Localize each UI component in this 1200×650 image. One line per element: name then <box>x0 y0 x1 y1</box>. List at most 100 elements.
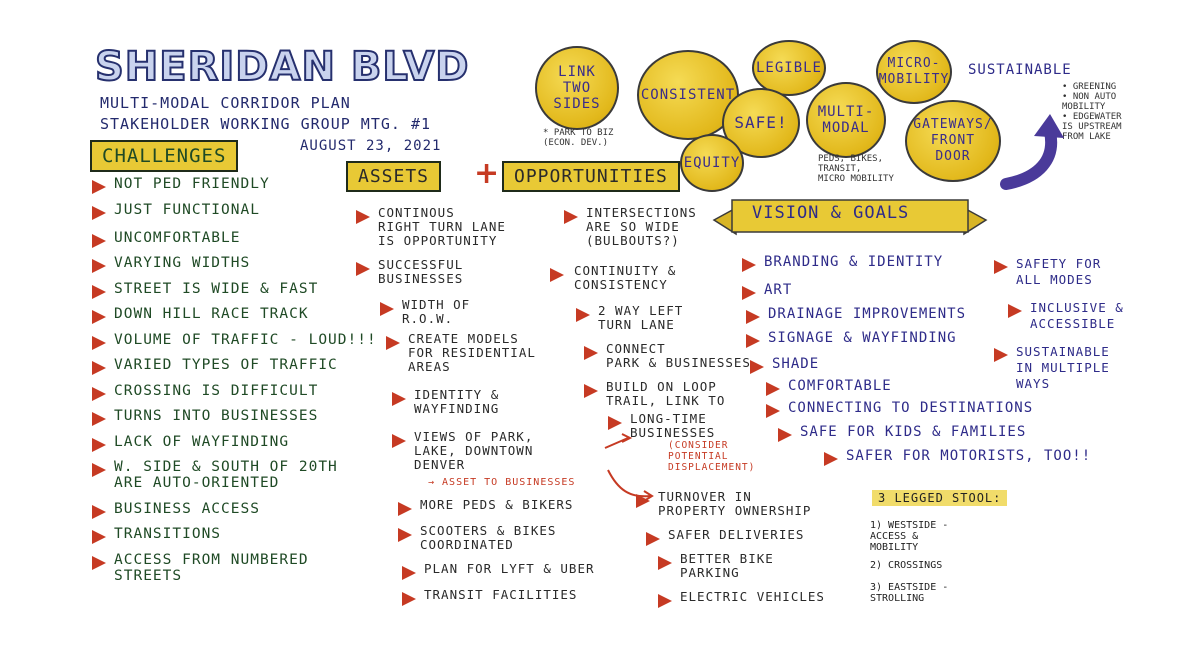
arrow-icon <box>92 555 106 570</box>
arrow-icon <box>658 594 672 608</box>
arrow-icon <box>742 286 756 300</box>
arrow-icon <box>92 259 106 273</box>
list-item: SHADE <box>738 356 1008 374</box>
goal-circle-gateways: GATEWAYS/ FRONT DOOR <box>905 100 1001 182</box>
list-item: INTERSECTIONS ARE SO WIDE (BULBOUTS?) <box>560 206 770 248</box>
stool-item-3: 3) EASTSIDE - STROLLING <box>870 582 949 604</box>
arrow-icon <box>92 504 106 519</box>
list-item: MORE PEDS & BIKERS <box>352 498 592 516</box>
list-item: 2 WAY LEFT TURN LANE <box>560 304 770 332</box>
goal-circle-equity: EQUITY <box>680 134 744 192</box>
arrow-icon <box>402 566 416 580</box>
meeting-date: AUGUST 23, 2021 <box>300 138 442 154</box>
assets-list-right: INTERSECTIONS ARE SO WIDE (BULBOUTS?) CO… <box>550 206 770 473</box>
stool-item-1: 1) WESTSIDE - ACCESS & MOBILITY <box>870 520 949 553</box>
arrow-icon <box>778 428 792 442</box>
arrow-icon <box>658 556 672 570</box>
arrow-icon <box>584 346 598 360</box>
arrow-icon <box>356 210 370 224</box>
list-item: CROSSING IS DIFFICULT <box>88 383 377 401</box>
assets-label: ASSETS <box>346 161 442 192</box>
list-item: LONG-TIME BUSINESSES <box>560 412 770 440</box>
list-item: ART <box>738 282 1008 300</box>
list-item: COMFORTABLE <box>738 378 1008 396</box>
arrow-icon <box>392 434 406 448</box>
curved-arrow-icon <box>1000 114 1064 190</box>
list-item: TRANSIT FACILITIES <box>352 588 592 606</box>
list-item: CONTINOUS RIGHT TURN LANE IS OPPORTUNITY <box>352 206 592 248</box>
list-item: W. SIDE & SOUTH OF 20TH ARE AUTO-ORIENTE… <box>88 459 377 491</box>
list-item: SCOOTERS & BIKES COORDINATED <box>352 524 592 552</box>
arrow-icon <box>356 262 370 276</box>
vision-label: VISION & GOALS <box>752 203 910 223</box>
arrow-icon <box>746 334 760 348</box>
list-item: VOLUME OF TRAFFIC - LOUD!!! <box>88 332 377 350</box>
list-item: STREET IS WIDE & FAST <box>88 281 377 299</box>
list-item: NOT PED FRIENDLY <box>88 176 377 194</box>
connector-arrows <box>604 433 654 502</box>
list-item: SAFER DELIVERIES <box>632 528 872 546</box>
list-item: CREATE MODELS FOR RESIDENTIAL AREAS <box>352 332 592 374</box>
arrow-icon <box>92 530 106 544</box>
arrow-icon <box>92 361 106 375</box>
list-item: UNCOMFORTABLE <box>88 230 377 248</box>
arrow-icon <box>824 452 838 466</box>
list-item: BRANDING & IDENTITY <box>738 254 1008 272</box>
arrow-icon <box>742 258 756 272</box>
list-item: TURNS INTO BUSINESSES <box>88 408 377 426</box>
list-item: TRANSITIONS <box>88 526 377 544</box>
list-item: BETTER BIKE PARKING <box>632 552 872 580</box>
vision-list-right: SAFETY FOR ALL MODES INCLUSIVE & ACCESSI… <box>990 256 1140 392</box>
arrow-icon <box>92 386 106 401</box>
list-item: TURNOVER IN PROPERTY OWNERSHIP <box>632 490 872 518</box>
arrow-icon <box>92 412 106 426</box>
page-title: SHERIDAN BLVD <box>94 43 470 91</box>
challenges-list: NOT PED FRIENDLY JUST FUNCTIONAL UNCOMFO… <box>88 176 377 593</box>
list-item: VARIED TYPES OF TRAFFIC <box>88 357 377 375</box>
list-item: CONNECTING TO DESTINATIONS <box>738 400 1032 418</box>
link-note: * PARK TO BIZ (ECON. DEV.) <box>543 128 614 148</box>
arrow-icon <box>766 404 780 418</box>
arrow-icon <box>750 360 764 374</box>
list-item: DRAINAGE IMPROVEMENTS <box>738 306 1008 324</box>
arrow-icon <box>92 180 106 194</box>
list-item-note: → ASSET TO BUSINESSES <box>428 477 576 488</box>
meeting-title: STAKEHOLDER WORKING GROUP MTG. #1 <box>100 115 432 133</box>
assets-list-lower: TURNOVER IN PROPERTY OWNERSHIP SAFER DEL… <box>632 490 872 608</box>
list-item: PLAN FOR LYFT & UBER <box>352 562 594 580</box>
list-item: JUST FUNCTIONAL <box>88 202 377 220</box>
arrow-icon <box>646 532 660 546</box>
stool-title: 3 LEGGED STOOL: <box>872 490 1008 506</box>
list-item: SUCCESSFUL BUSINESSES <box>352 258 592 286</box>
challenges-label: CHALLENGES <box>90 140 239 172</box>
arrow-icon <box>636 494 650 508</box>
goal-circle-link-two-sides: LINK TWO SIDES <box>535 46 619 130</box>
arrow-icon <box>398 528 412 542</box>
arrow-icon <box>92 233 106 248</box>
arrow-icon <box>92 205 106 220</box>
multimodal-note: PEDS, BIKES, TRANSIT, MICRO MOBILITY <box>818 154 894 184</box>
list-item: SAFER FOR MOTORISTS, TOO!! <box>738 448 1090 466</box>
arrow-icon <box>584 384 598 398</box>
list-item: WIDTH OF R.O.W. <box>352 298 592 326</box>
opportunities-label: OPPORTUNITIES <box>502 161 680 192</box>
list-item: CONNECT PARK & BUSINESSES <box>560 342 770 370</box>
arrow-icon <box>564 210 578 224</box>
vision-banner <box>712 199 988 236</box>
arrow-icon <box>92 284 106 299</box>
arrow-icon <box>746 310 760 324</box>
stool-item-2: 2) CROSSINGS <box>870 560 943 571</box>
subtitle: MULTI-MODAL CORRIDOR PLAN <box>100 94 351 112</box>
list-item-note: (CONSIDER POTENTIAL DISPLACEMENT) <box>668 440 756 473</box>
arrow-icon <box>1008 304 1022 318</box>
arrow-icon <box>92 335 106 350</box>
arrow-icon <box>402 592 416 606</box>
list-item: CONTINUITY & CONSISTENCY <box>550 264 770 292</box>
list-item: LACK OF WAYFINDING <box>88 434 377 452</box>
list-item: INCLUSIVE & ACCESSIBLE <box>990 300 1140 332</box>
list-item: VIEWS OF PARK, LAKE, DOWNTOWN DENVER <box>352 430 592 472</box>
list-item: SUSTAINABLE IN MULTIPLE WAYS <box>990 344 1140 392</box>
sustainable-title: SUSTAINABLE <box>968 62 1072 78</box>
list-item: ELECTRIC VEHICLES <box>632 590 872 608</box>
list-item: DOWN HILL RACE TRACK <box>88 306 377 324</box>
